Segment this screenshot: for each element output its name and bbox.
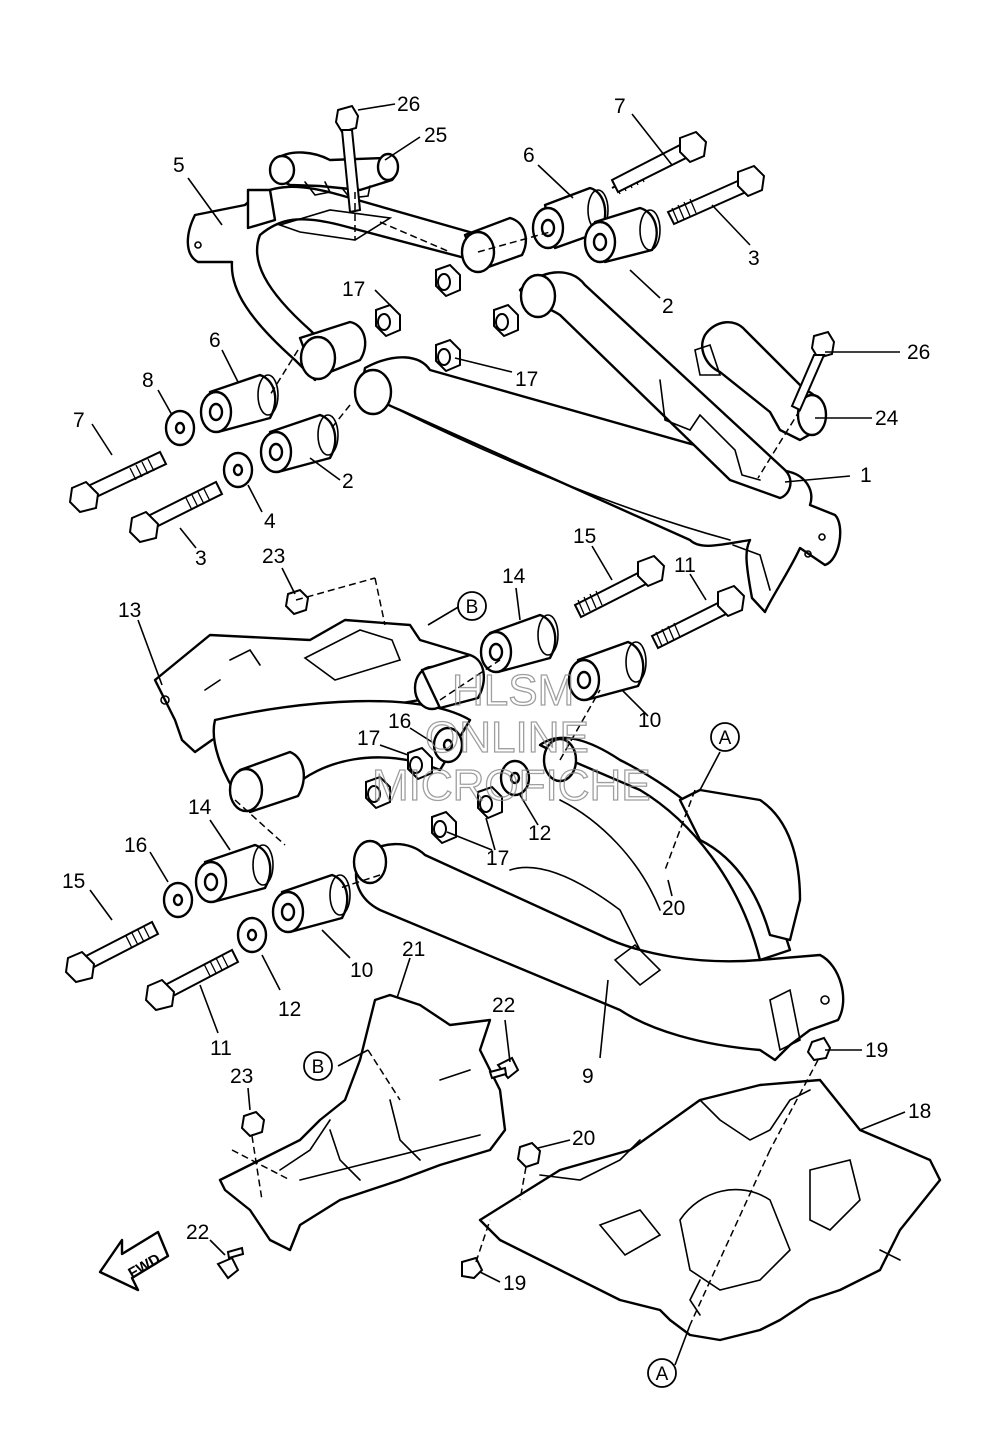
callout-20: 20 [572, 1127, 595, 1150]
callout-25: 25 [424, 124, 447, 147]
bolt-7-upper-right [610, 130, 708, 195]
callout-20: 20 [662, 897, 685, 920]
upper-arm-1 [353, 271, 842, 614]
callout-13: 13 [118, 599, 141, 622]
callout-23: 23 [230, 1065, 253, 1088]
callout-26: 26 [907, 341, 930, 364]
callout-9: 9 [582, 1065, 594, 1088]
callout-19: 19 [865, 1039, 888, 1062]
bushing-6-upper-left [199, 373, 279, 434]
ref-a-top: A [710, 722, 740, 752]
watermark: HLSM ONLINE MICROFICHE [371, 665, 651, 810]
callout-8: 8 [142, 369, 154, 392]
guard-21 [218, 993, 507, 1252]
washer-8 [164, 409, 196, 447]
callout-5: 5 [173, 154, 185, 177]
leader-lines [89, 103, 906, 1366]
washers-16-12 [162, 726, 531, 954]
callout-17: 17 [486, 847, 509, 870]
callout-6: 6 [523, 144, 535, 167]
bolt-26-right [790, 330, 836, 412]
svg-text:B: B [312, 1057, 325, 1078]
callout-26: 26 [397, 93, 420, 116]
bushing-14-lower [194, 843, 274, 904]
callout-3: 3 [195, 547, 207, 570]
callout-1: 1 [860, 464, 872, 487]
callout-23: 23 [262, 545, 285, 568]
callout-4: 4 [264, 510, 276, 533]
clamp-25 [268, 151, 400, 199]
bushing-2-upper-right [583, 206, 661, 264]
callout-6: 6 [209, 329, 221, 352]
callout-18: 18 [908, 1100, 931, 1123]
callout-15: 15 [573, 525, 596, 548]
callout-15: 15 [62, 870, 85, 893]
ref-a-bottom: A [647, 1358, 677, 1388]
bolt-26-top [334, 104, 362, 214]
fwd-arrow-icon: FWD [98, 1230, 170, 1292]
bushing-14-upper [479, 613, 559, 674]
callout-14: 14 [188, 796, 212, 819]
bolts-15-11 [64, 554, 746, 1012]
clamp-24 [694, 321, 828, 442]
bushing-10-lower [271, 873, 351, 934]
bolt-3-upper-left [128, 480, 224, 544]
callout-11: 11 [210, 1037, 232, 1060]
callout-16: 16 [124, 834, 147, 857]
ref-b-bottom: B [303, 1051, 333, 1081]
nut-23-upper [284, 588, 310, 616]
svg-text:A: A [656, 1364, 669, 1385]
callout-10: 10 [638, 709, 661, 732]
callout-3: 3 [748, 247, 760, 270]
svg-text:ONLINE: ONLINE [425, 713, 589, 762]
callout-10: 10 [350, 959, 373, 982]
callout-21: 21 [402, 938, 425, 961]
bolt-3-upper-right [666, 164, 766, 226]
lower-arm-13 [153, 618, 486, 814]
callout-2: 2 [342, 470, 354, 493]
bushing-2-upper-left [259, 413, 339, 474]
nuts-17-lower [365, 746, 503, 845]
fasteners-bottom [216, 1036, 832, 1280]
callout-17: 17 [515, 368, 538, 391]
callout-17: 17 [342, 278, 365, 301]
washer-4 [222, 451, 254, 489]
callout-16: 16 [388, 710, 411, 733]
callout-12: 12 [278, 998, 301, 1021]
callout-11: 11 [674, 554, 696, 577]
bolt-7-upper-left [68, 450, 168, 514]
svg-text:MICROFICHE: MICROFICHE [372, 761, 651, 810]
callout-22: 22 [492, 994, 515, 1017]
svg-text:B: B [466, 597, 479, 618]
callout-2: 2 [662, 295, 674, 318]
callout-7: 7 [73, 409, 85, 432]
callout-24: 24 [875, 407, 899, 430]
callout-22: 22 [186, 1221, 209, 1244]
lower-arm-9 [352, 736, 845, 1062]
callout-19: 19 [503, 1272, 526, 1295]
ref-b-top: B [457, 591, 487, 621]
bushing-10-upper [567, 640, 647, 702]
callout-14: 14 [502, 565, 526, 588]
svg-text:HLSM: HLSM [452, 666, 574, 715]
callout-numbers: 26 25 7 6 5 3 17 2 26 6 8 17 24 7 1 2 4 … [62, 93, 931, 1295]
callout-17: 17 [357, 727, 380, 750]
nuts-17-upper [375, 263, 519, 373]
skid-plate-18 [478, 1078, 942, 1342]
callout-12: 12 [528, 822, 551, 845]
callout-7: 7 [614, 95, 626, 118]
svg-text:A: A [719, 728, 732, 749]
